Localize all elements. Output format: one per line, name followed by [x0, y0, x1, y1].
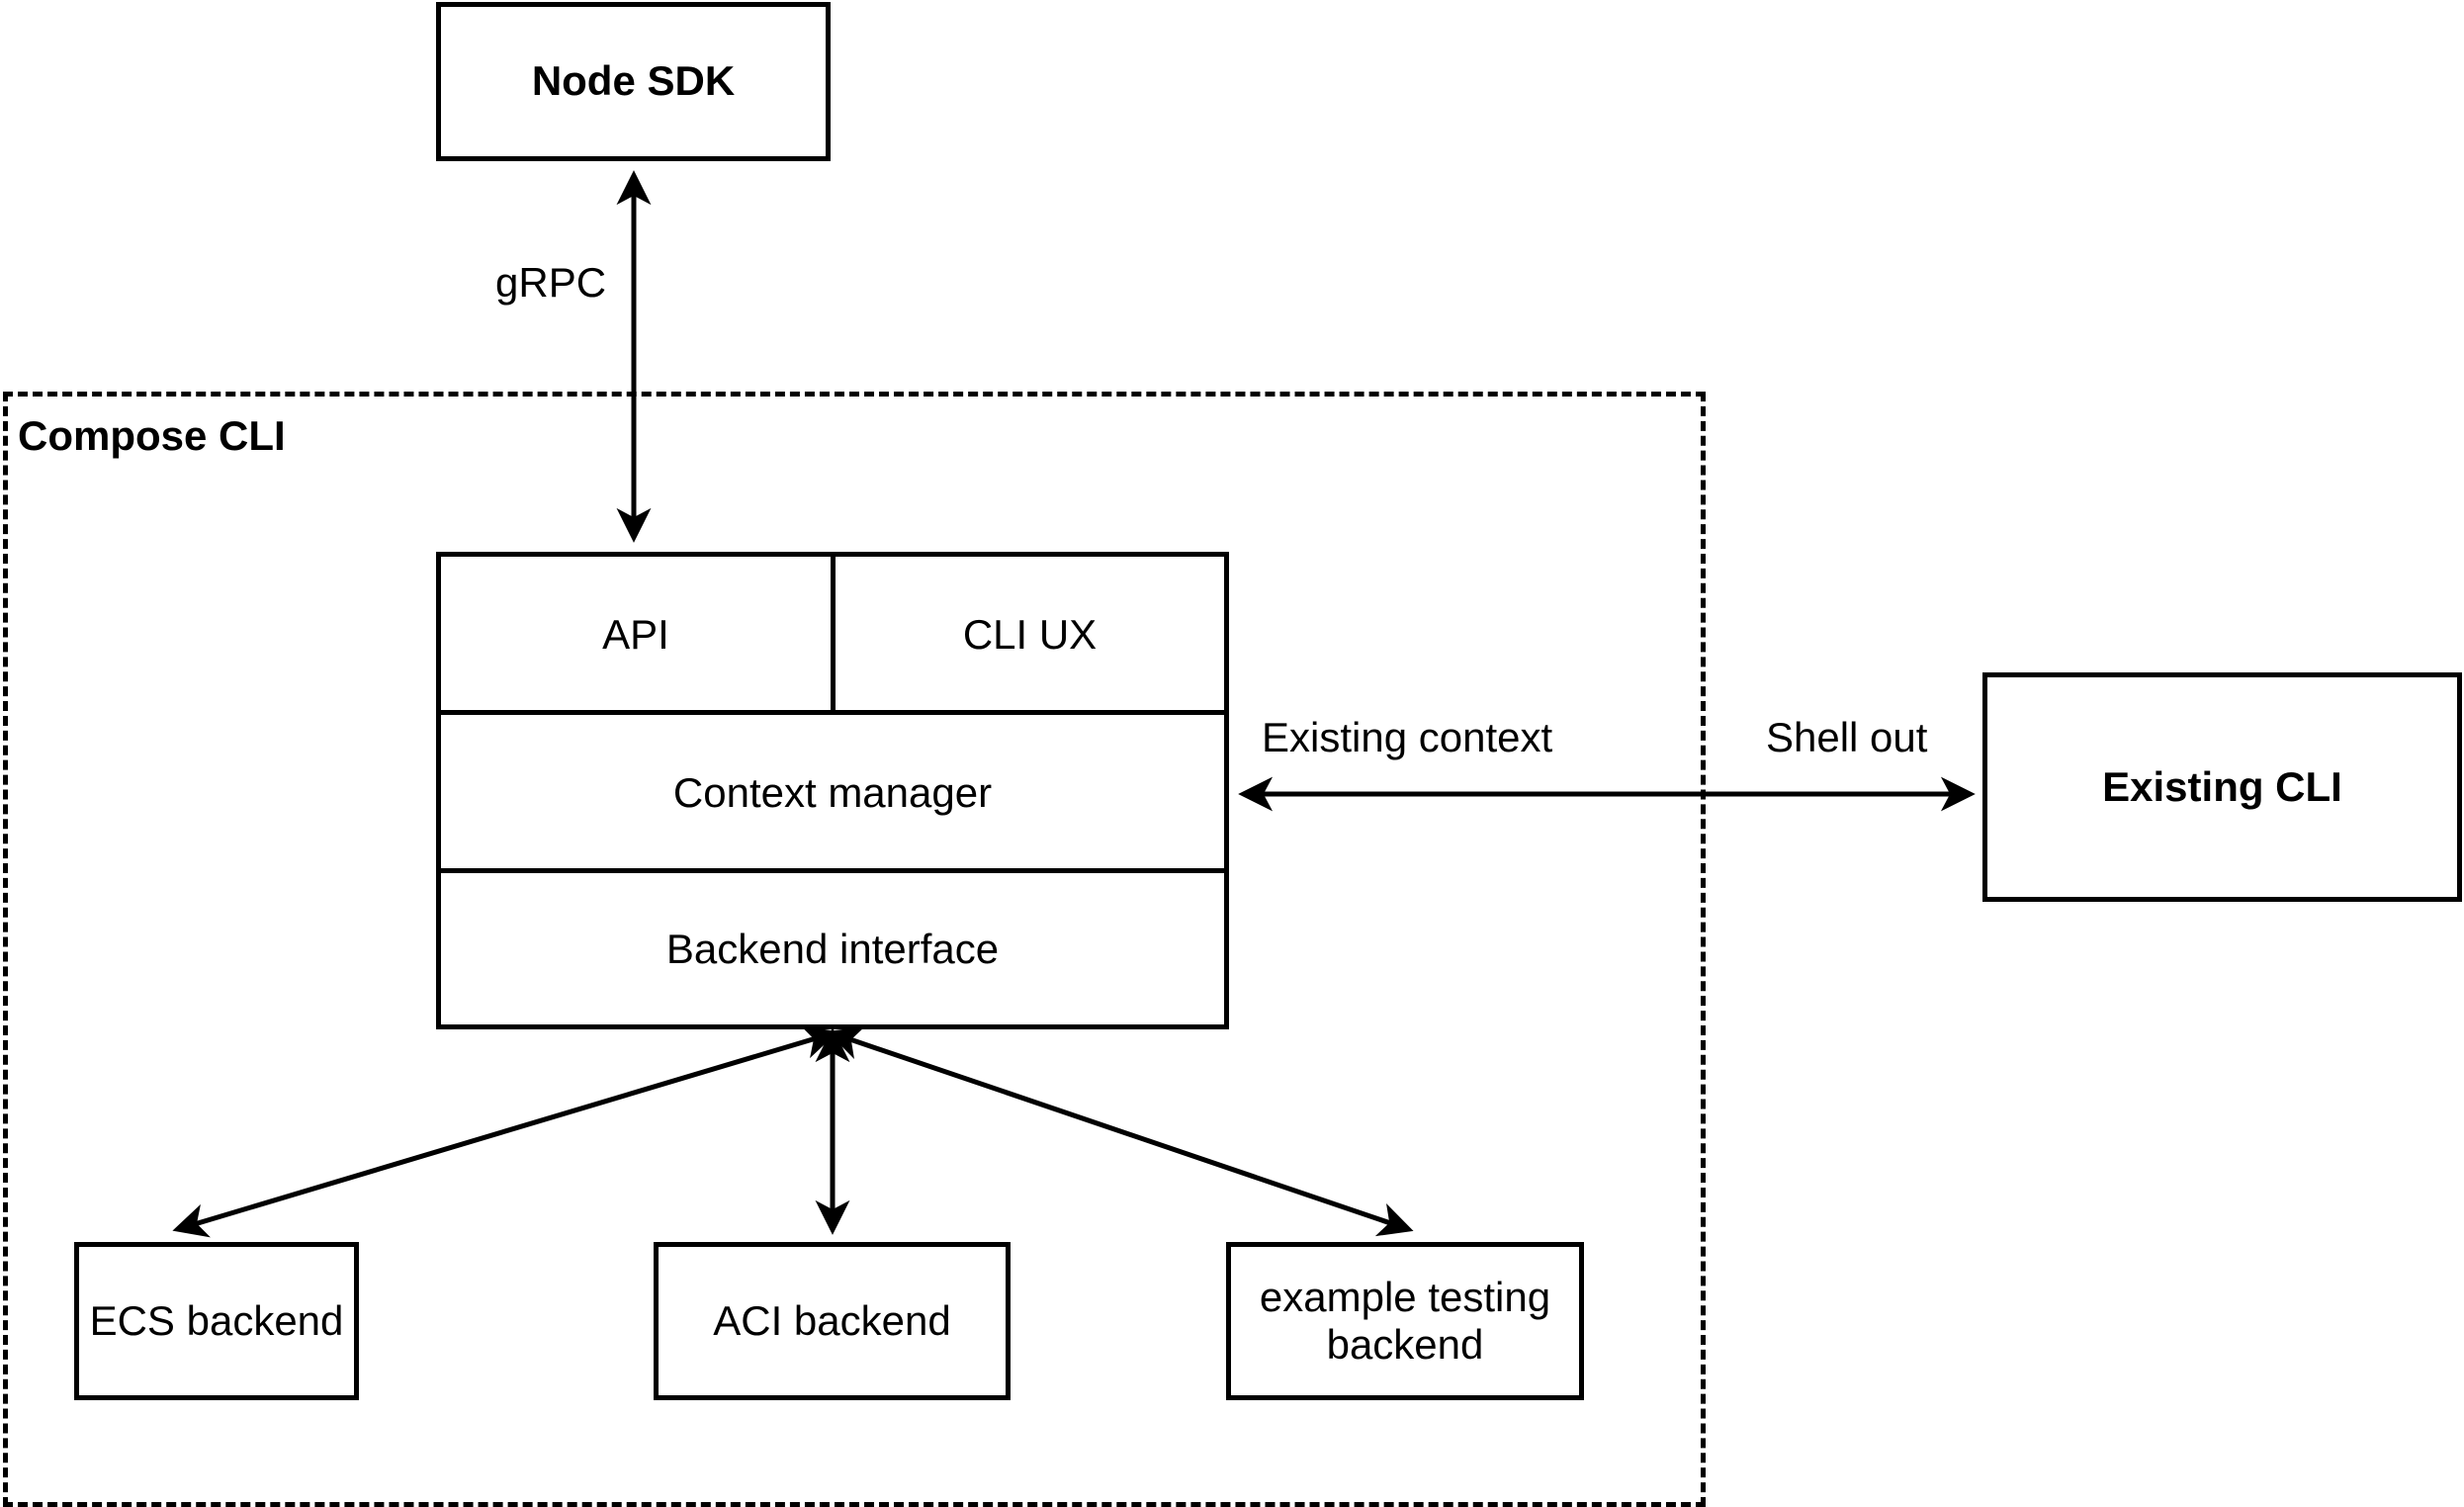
grpc-label: gRPC [491, 259, 611, 307]
existing-cli-box[interactable]: Existing CLI [1982, 672, 2462, 902]
ecs-backend-box[interactable]: ECS backend [74, 1242, 359, 1400]
node-sdk-box[interactable]: Node SDK [436, 2, 831, 161]
context-manager-cell[interactable]: Context manager [441, 715, 1224, 870]
example-testing-backend-box[interactable]: example testing backend [1226, 1242, 1584, 1400]
compose-cli-group-title: Compose CLI [18, 412, 286, 459]
backend-interface-cell[interactable]: Backend interface [441, 873, 1224, 1024]
api-cell[interactable]: API [441, 557, 831, 712]
stack-divider-top [436, 710, 1229, 715]
api-cliux-divider [831, 552, 836, 712]
shell-out-label: Shell out [1762, 714, 1932, 761]
cli-ux-cell[interactable]: CLI UX [836, 557, 1224, 712]
stack-divider-bottom [436, 868, 1229, 873]
aci-backend-box[interactable]: ACI backend [654, 1242, 1011, 1400]
compose-cli-group-boundary [3, 392, 1706, 1507]
existing-context-label: Existing context [1258, 714, 1557, 761]
